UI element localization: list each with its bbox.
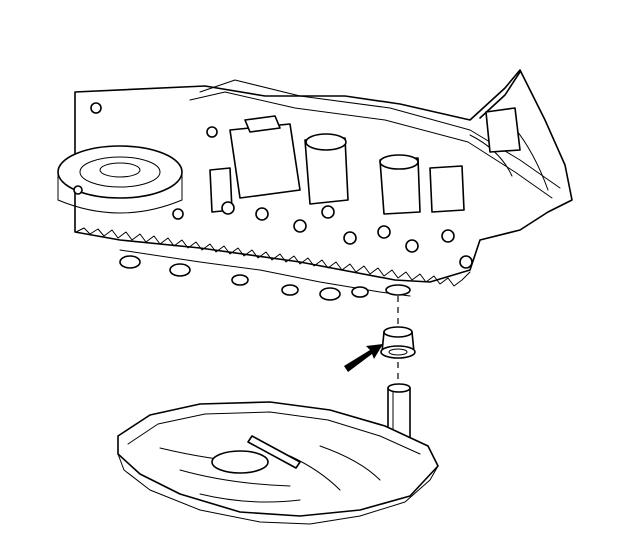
seal-icon bbox=[380, 326, 416, 359]
bolt-heads bbox=[172, 201, 473, 269]
arrow-icon bbox=[344, 344, 383, 372]
oil-filter bbox=[117, 383, 439, 525]
transmission-case bbox=[57, 69, 573, 301]
